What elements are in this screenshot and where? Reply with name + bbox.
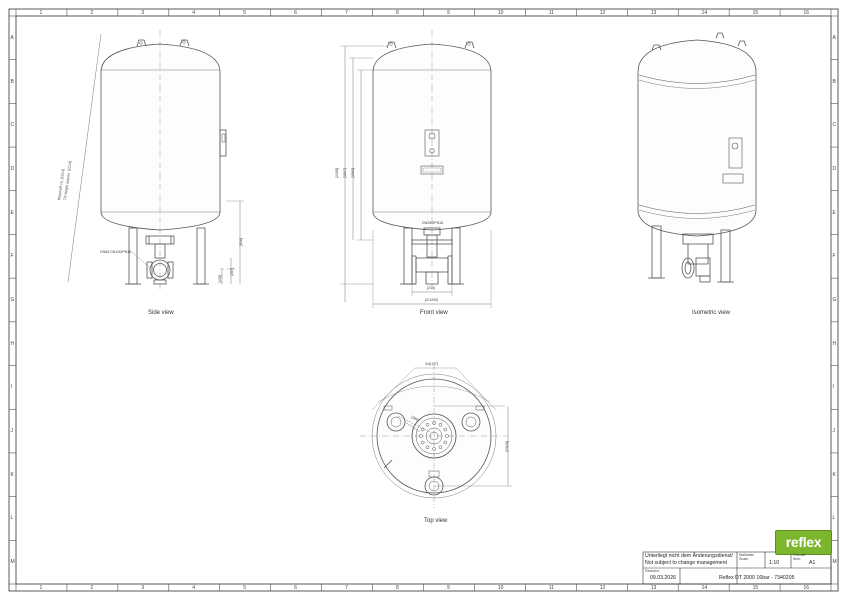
top-view-caption: Top view	[424, 518, 448, 524]
row-label-right: B	[832, 78, 836, 85]
row-label-left: D	[10, 165, 15, 172]
column-label-top: 6	[294, 9, 297, 16]
side-dim-c: [138]	[218, 275, 222, 283]
column-label-top: 7	[345, 9, 348, 16]
row-label-right: A	[832, 34, 836, 41]
row-label-left: B	[10, 78, 14, 85]
column-label-top: 15	[752, 9, 759, 16]
column-label-top: 5	[243, 9, 246, 16]
row-label-left: C	[10, 122, 15, 129]
note-en: Not subject to change management	[645, 560, 727, 566]
row-label-right: I	[832, 384, 834, 391]
column-label-bottom: 8	[396, 584, 399, 591]
column-label-bottom: 12	[599, 584, 606, 591]
column-label-bottom: 5	[243, 584, 246, 591]
column-label-bottom: 3	[141, 584, 145, 591]
side-view-caption: Side view	[148, 310, 174, 316]
row-label-right: L	[832, 515, 836, 522]
front-dim-inner: [214]	[427, 286, 435, 290]
isometric-view-caption: Isometric view	[692, 310, 731, 316]
reflex-logo: reflex	[775, 530, 832, 555]
side-connection-label: DN65 DN100/PN16	[100, 250, 132, 254]
row-label-left: L	[10, 515, 14, 522]
row-label-right: J	[832, 428, 836, 435]
row-label-right: F	[832, 253, 836, 260]
row-label-right: G	[832, 297, 837, 303]
row-label-left: E	[10, 209, 14, 216]
column-label-bottom: 9	[446, 584, 450, 591]
revision-label: Revision:	[645, 569, 660, 573]
row-label-right: E	[832, 209, 836, 216]
top-view-drawing	[360, 364, 512, 508]
row-label-left: A	[10, 34, 14, 41]
side-view-drawing	[67, 30, 244, 290]
top-dim-angle: 3x[120°]	[425, 362, 439, 366]
scale-label-de: Maßstab/	[739, 553, 754, 557]
row-label-left: M	[10, 559, 15, 566]
front-dim-outer: [∅1200]	[425, 298, 439, 302]
column-label-bottom: 14	[701, 584, 708, 591]
column-label-bottom: 10	[497, 584, 504, 591]
front-dim-3: [1580]	[351, 168, 355, 178]
column-label-bottom: 11	[548, 584, 555, 591]
row-label-right: D	[832, 165, 837, 172]
column-label-top: 11	[548, 9, 555, 16]
side-dim-b: [287]	[230, 268, 234, 276]
row-label-left: H	[10, 340, 15, 347]
column-label-bottom: 15	[752, 584, 759, 591]
column-label-top: 12	[599, 9, 606, 16]
column-label-top: 2	[90, 9, 94, 16]
column-label-bottom: 16	[803, 584, 810, 591]
row-label-right: M	[832, 559, 837, 566]
front-view-drawing	[340, 30, 492, 308]
front-dim-2: [1907]	[343, 168, 347, 178]
front-view-caption: Front view	[420, 310, 448, 316]
column-label-top: 9	[446, 9, 450, 16]
row-label-right: C	[832, 122, 837, 129]
scale-value: 1:10	[769, 560, 780, 566]
row-label-left: I	[10, 384, 12, 391]
row-label-left: K	[10, 471, 14, 478]
column-label-bottom: 1	[39, 584, 43, 591]
column-label-top: 16	[803, 9, 810, 16]
column-label-top: 13	[650, 9, 657, 16]
column-label-bottom: 6	[294, 584, 297, 591]
column-label-bottom: 13	[650, 584, 657, 591]
row-label-right: K	[832, 471, 836, 478]
column-label-bottom: 2	[90, 584, 94, 591]
row-label-left: J	[10, 428, 14, 435]
column-label-top: 1	[39, 9, 43, 16]
column-label-bottom: 4	[192, 584, 196, 591]
format-label-en: Size:	[793, 557, 801, 561]
note-de: Unterliegt nicht dem Änderungsdienst/	[645, 553, 733, 559]
column-label-bottom: 7	[345, 584, 348, 591]
format-value: A1	[809, 560, 816, 566]
column-label-top: 3	[141, 9, 145, 16]
top-dim-diameter: [∅840]	[505, 440, 509, 452]
revision-date: 09.03.2026	[650, 575, 676, 581]
title-block-frame	[642, 551, 832, 585]
column-label-top: 4	[192, 9, 196, 16]
front-dim-total: [2408]	[335, 168, 339, 178]
row-label-right: H	[832, 340, 837, 347]
row-label-left: F	[10, 253, 14, 260]
scale-label-en: Scale:	[739, 557, 749, 561]
column-label-top: 10	[497, 9, 504, 16]
column-label-top: 8	[396, 9, 399, 16]
column-label-top: 14	[701, 9, 708, 16]
product-title: Reflex DT 2000 16bar - 7340205	[719, 575, 795, 581]
side-dim-a: [816]	[239, 238, 243, 246]
row-label-left: G	[10, 297, 15, 303]
isometric-view-drawing	[637, 32, 757, 283]
format-label-de: Format/	[793, 553, 806, 557]
grid-ticks	[9, 9, 838, 591]
front-connection-label: DN250/PN16	[422, 221, 444, 225]
